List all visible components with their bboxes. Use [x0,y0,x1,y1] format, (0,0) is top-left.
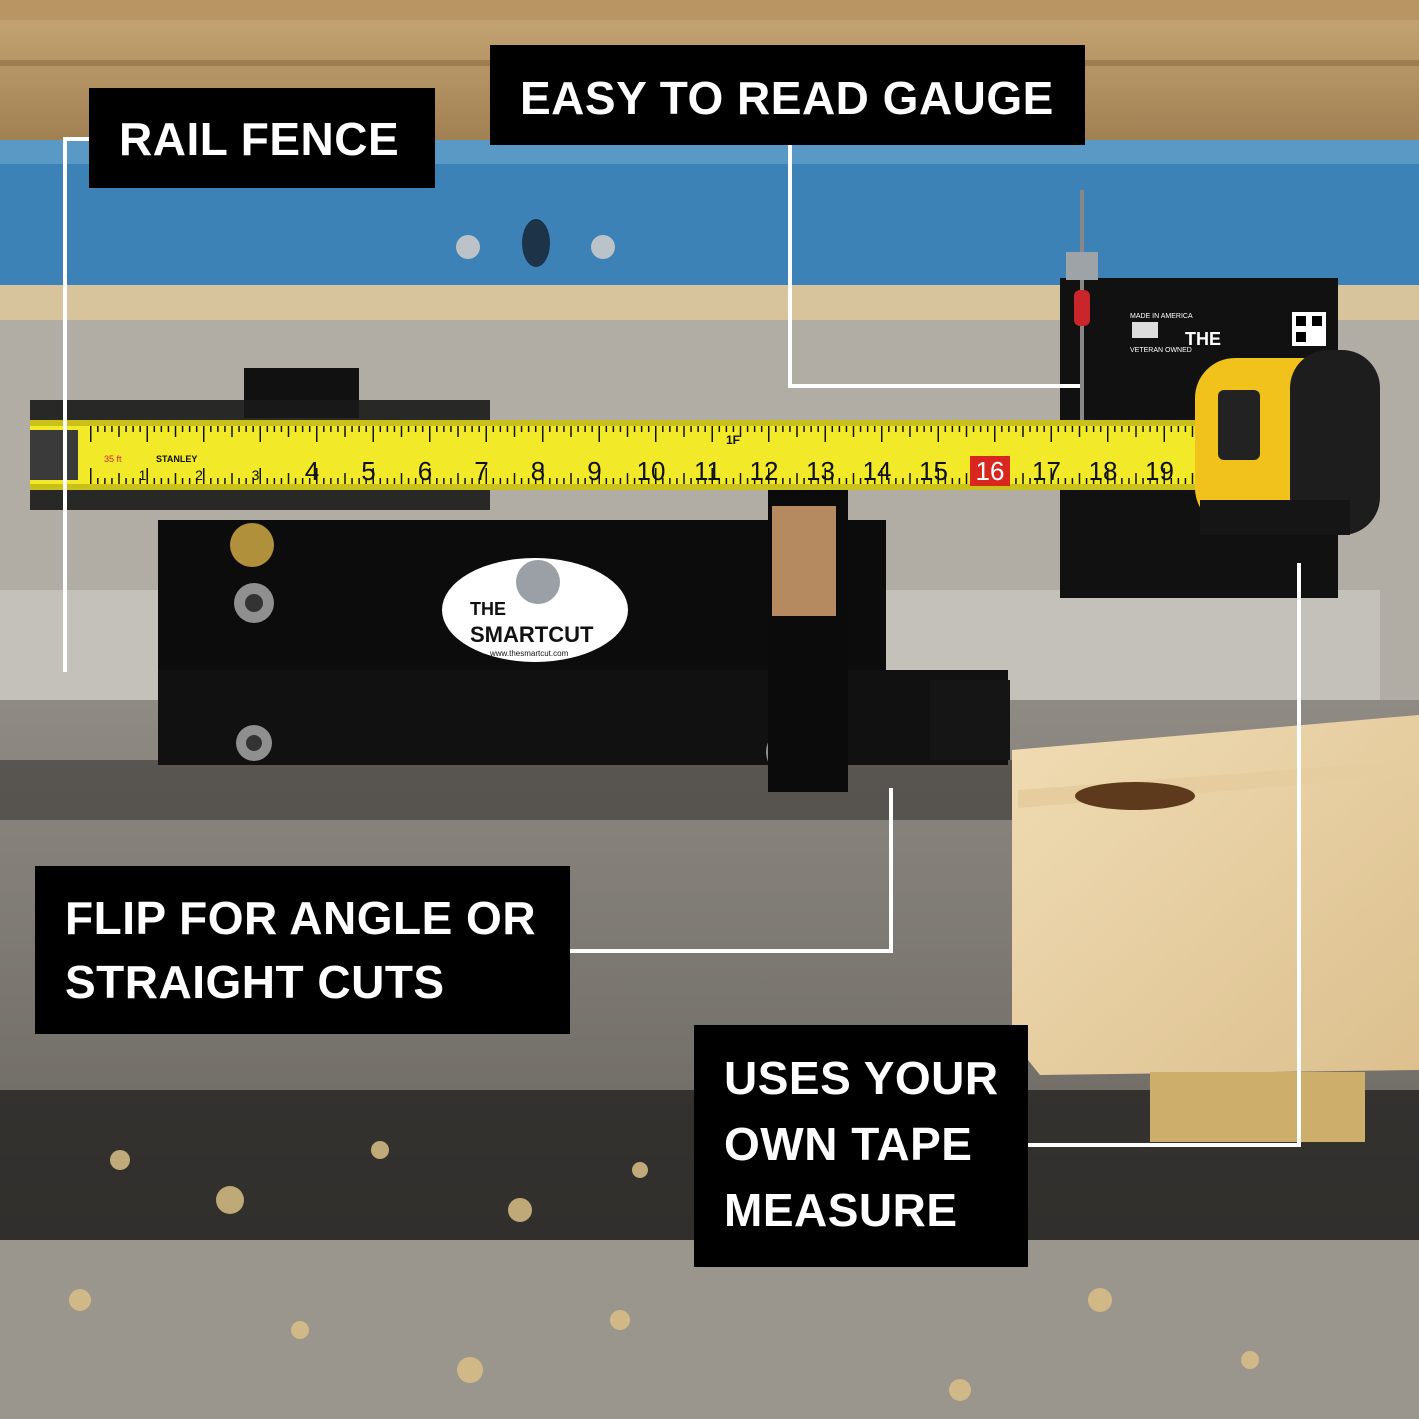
tape-number: 3 [252,467,260,483]
gauge-leader-vertical [788,145,792,387]
flip-label: FLIP FOR ANGLE OR STRAIGHT CUTS [35,866,570,1034]
smartcut-logo [442,558,628,662]
svg-text:SMARTCUT: SMARTCUT [470,622,594,647]
tape-number: 6 [418,456,432,486]
tape-number: 11 [694,456,721,486]
tape-leader-vertical [1297,563,1301,1147]
tape-number: 14 [863,456,892,486]
svg-text:MADE IN AMERICA: MADE IN AMERICA [1130,313,1193,320]
flip-text-line1: FLIP FOR ANGLE OR [65,892,537,944]
gauge-leader-horizontal [788,384,1080,388]
tape-number: 12 [750,456,779,486]
gauge-text: EASY TO READ GAUGE [520,72,1054,124]
svg-text:www.thesmartcut.com: www.thesmartcut.com [489,649,569,658]
gauge-label: EASY TO READ GAUGE [490,45,1085,145]
tape-label: USES YOUR OWN TAPE MEASURE [694,1025,1028,1267]
rail-fence-leader-horizontal [63,137,93,141]
tape-number: 8 [531,456,545,486]
tape-number: 1 [139,467,147,483]
tape-number: 4 [305,456,319,486]
svg-text:35 ft: 35 ft [104,454,122,464]
svg-text:VETERAN OWNED: VETERAN OWNED [1130,347,1192,354]
tape-leader-horizontal [1028,1143,1301,1147]
tape-number: 15 [919,456,948,486]
rail-fence-leader-vertical [63,137,67,672]
rail-fence-label: RAIL FENCE [89,88,435,188]
tape-text-line3: MEASURE [724,1184,958,1236]
tape-number: 7 [474,456,488,486]
flip-leader-vertical [889,788,893,953]
tape-number: 18 [1089,456,1118,486]
svg-text:1F: 1F [726,433,740,447]
tape-number: 19 [1145,456,1174,486]
flip-text-line2: STRAIGHT CUTS [65,956,445,1008]
svg-text:STANLEY: STANLEY [156,454,197,464]
tape-measure-housing [1195,350,1380,535]
svg-text:THE: THE [470,599,506,619]
tape-text-line1: USES YOUR [724,1052,999,1104]
tape-number: 5 [361,456,375,486]
tape-number: 2 [195,467,203,483]
flip-leader-horizontal [570,949,893,953]
tape-highlight-box [970,456,1010,486]
tape-number: 13 [806,456,835,486]
tape-ticks [90,426,1201,484]
tape-number: 16 [976,456,1005,486]
tape-number: 9 [587,456,601,486]
svg-text:THE: THE [1185,329,1221,349]
tape-number: 10 [637,456,666,486]
tape-text-line2: OWN TAPE [724,1118,973,1170]
tape-number: 17 [1032,456,1061,486]
rail-fence-text: RAIL FENCE [119,113,400,165]
